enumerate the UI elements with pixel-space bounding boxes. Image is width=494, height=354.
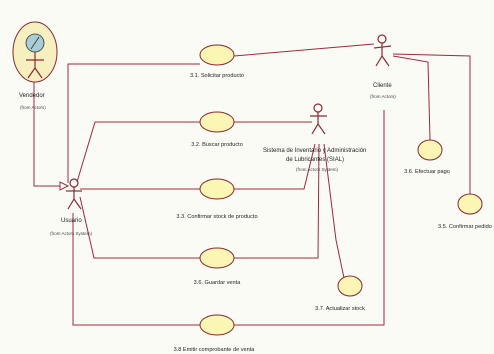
use-case-emitir-comprobante: 3.8 Emitir comprobante de venta [174, 314, 256, 353]
generalization-arrowhead [59, 181, 70, 191]
actor-stereotype: (from Actors) [370, 94, 396, 99]
use-case-ellipse [199, 44, 235, 66]
usuario-to-buscar-connector [76, 121, 200, 183]
actor-stereotype: (from Actors System) [50, 231, 93, 236]
actor-name-line-1: Sistema de Inventario y Administración [263, 148, 366, 154]
use-case-label: 3.8 Emitir comprobante de venta [174, 347, 256, 353]
connectors [33, 43, 471, 326]
emitir-to-cliente-connector [234, 110, 385, 326]
use-case-ellipse [199, 247, 235, 269]
actor-stereotype: (from Actors System) [296, 167, 339, 172]
use-case-ellipse [199, 178, 235, 200]
use-case-confirmar-stock: 3.3. Confirmar stock de producto [176, 178, 258, 220]
use-case-label: 3.3. Confirmar stock de producto [176, 214, 257, 220]
use-case-efectuar-pago: 3.6. Efectuar pago [404, 139, 450, 175]
cliente-to-confirmar-pedido-connector [392, 53, 471, 194]
use-case-ellipse [199, 314, 235, 336]
actor-name: Usuario [61, 218, 82, 224]
use-case-confirmar-pedido: 3.5. Confirmar pedido [438, 193, 492, 230]
use-case-solicitar-producto: 3.1. Solicitar producto [190, 44, 244, 79]
use-case-label: 3.6. Guardar venta [194, 280, 242, 286]
sistema-to-actualizar-stock-connector [323, 143, 345, 279]
usuario-to-guardar-venta-connector [79, 196, 200, 259]
vendedor-head-slash [30, 36, 40, 50]
actor-stereotype: (from Actors) [20, 105, 46, 110]
use-case-label: 3.2. Buscar producto [191, 142, 243, 148]
cliente-to-efectuar-pago-connector [392, 55, 431, 141]
use-case-label: 3.5. Confirmar pedido [438, 224, 492, 230]
usuario-to-emitir-connector [72, 213, 200, 326]
use-case-ellipse [417, 139, 443, 161]
actor-cliente: Cliente (from Actors) [370, 34, 396, 99]
vendedor-to-usuario-connector [33, 82, 60, 187]
use-case-label: 3.7. Actualizar stock [315, 306, 365, 312]
sistema-stick-figure-icon [310, 103, 327, 135]
solicitar-to-cliente-connector [233, 43, 375, 57]
actor-vendedor: Vendedor (from Actors) [12, 21, 58, 110]
use-case-guardar-venta: 3.6. Guardar venta [194, 247, 242, 286]
confirmar-stock-to-sistema-connector [234, 143, 316, 190]
actor-name: Cliente [373, 83, 392, 89]
actor-sistema-sial: Sistema de Inventario y Administración d… [263, 103, 366, 172]
actor-usuario: Usuario (from Actors System) [50, 178, 93, 236]
actor-name: Vendedor [19, 93, 45, 99]
use-case-label: 3.1. Solicitar producto [190, 73, 244, 79]
use-case-ellipse [457, 193, 483, 215]
usuario-stick-figure-icon [66, 178, 82, 210]
use-case-ellipse [199, 111, 235, 133]
actor-name-line-2: de Lubricantes (SIAL) [286, 157, 344, 163]
usuario-to-solicitar-connector [67, 63, 200, 183]
use-case-ellipse [337, 275, 363, 297]
use-case-buscar-producto: 3.2. Buscar producto [191, 111, 243, 148]
guardar-venta-to-sistema-connector [234, 143, 320, 259]
use-case-label: 3.6. Efectuar pago [404, 169, 450, 175]
cliente-stick-figure-icon [373, 34, 392, 67]
use-case-actualizar-stock: 3.7. Actualizar stock [315, 275, 365, 312]
